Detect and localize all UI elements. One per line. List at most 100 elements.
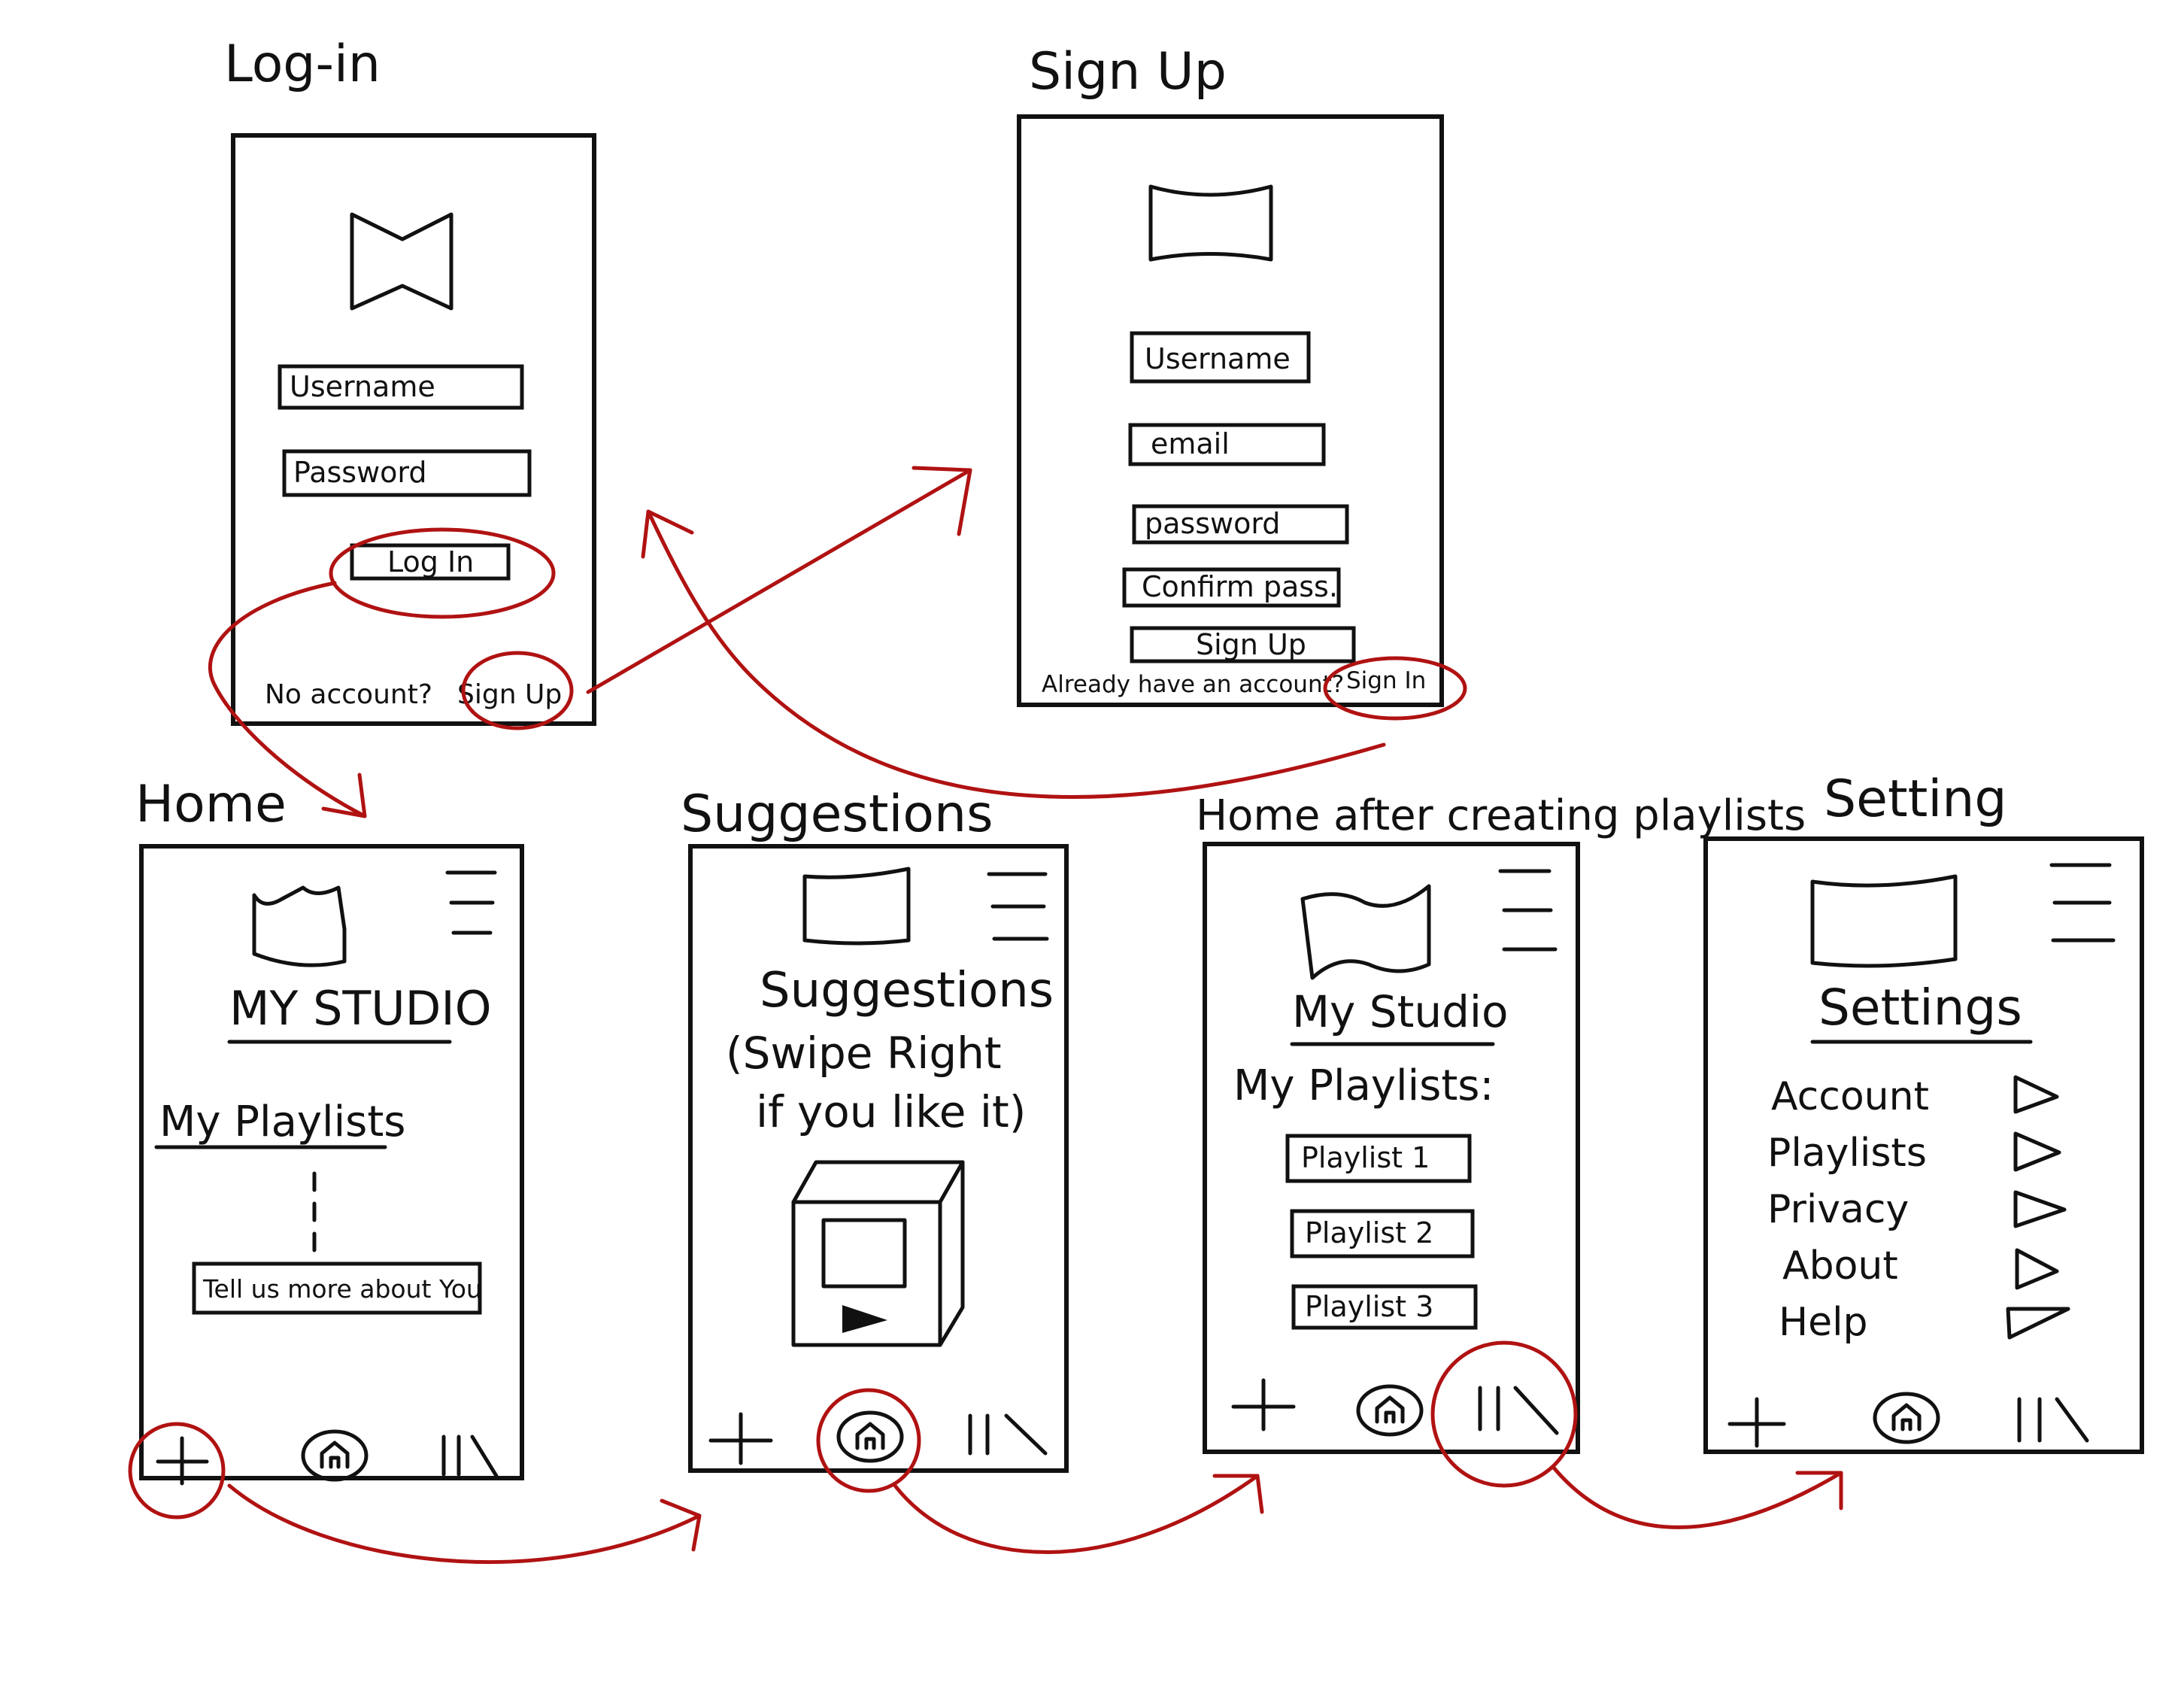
login-button-highlight: [329, 527, 556, 619]
hamburger-menu-icon[interactable]: [987, 872, 1049, 941]
triangle-right-icon: [2013, 1131, 2061, 1172]
email-field-label: email: [1151, 427, 1230, 460]
settings-screen: Setting Settings Account Playlists Priva…: [1703, 770, 2144, 1454]
suggestions-subtitle-line1: (Swipe Right: [726, 1028, 1002, 1079]
library-icon[interactable]: [1478, 1386, 1559, 1435]
settings-item-help[interactable]: Help: [1779, 1300, 2070, 1345]
triangle-right-icon: [2006, 1307, 2070, 1340]
playlist-3-button[interactable]: Playlist 3: [1291, 1284, 1478, 1330]
home-after-playlists-heading: My Playlists:: [1233, 1061, 1494, 1110]
settings-item-about-label: About: [1782, 1243, 1898, 1289]
home-icon[interactable]: [1356, 1384, 1424, 1437]
signup-to-login-arrow: [646, 509, 1386, 799]
home-phone-frame: [139, 844, 524, 1480]
suggestions-phone-frame: [688, 844, 1069, 1473]
login-button[interactable]: Log In: [350, 543, 511, 581]
tell-us-more-button[interactable]: Tell us more about You: [192, 1261, 482, 1315]
confirm-password-field[interactable]: Confirm pass.: [1122, 567, 1341, 608]
login-screen: Log-in Username Password Log In No accou…: [224, 35, 596, 726]
signup-phone-frame: [1017, 114, 1444, 707]
no-account-text: No account?: [265, 679, 432, 710]
home-to-suggestions-arrowhead: [660, 1498, 702, 1552]
settings-item-privacy[interactable]: Privacy: [1767, 1187, 2067, 1232]
password-field[interactable]: Password: [282, 449, 532, 497]
triangle-right-icon: [2013, 1190, 2067, 1228]
library-icon[interactable]: [441, 1434, 499, 1478]
signin-link[interactable]: Sign In: [1346, 667, 1426, 694]
library-icon[interactable]: [2017, 1397, 2089, 1443]
my-playlists-heading: My Playlists: [159, 1098, 405, 1146]
login-to-home-arrowhead: [321, 773, 367, 818]
plus-button-highlight: [128, 1422, 226, 1520]
banner-logo-icon: [350, 212, 453, 311]
banner-logo-icon: [1148, 184, 1273, 262]
suggestions-screen-title: Suggestions: [681, 785, 993, 844]
login-button-label: Log In: [387, 545, 474, 578]
login-screen-title: Log-in: [224, 35, 381, 94]
library-icon[interactable]: [968, 1413, 1048, 1456]
playlist-1-label: Playlist 1: [1301, 1141, 1430, 1174]
home-screen: Home MY STUDIO My Playlists Tell us more…: [135, 775, 524, 1486]
home-screen-title: Home: [135, 775, 287, 834]
banner-logo-icon: [252, 885, 347, 967]
username-field[interactable]: Username: [278, 364, 524, 410]
suggestions-heading: Suggestions: [760, 963, 1054, 1019]
login-to-home-arrow: [208, 581, 367, 818]
settings-item-playlists[interactable]: Playlists: [1767, 1131, 2061, 1176]
hamburger-menu-icon[interactable]: [2049, 863, 2116, 943]
settings-item-about[interactable]: About: [1782, 1243, 2059, 1290]
home-after-studio-heading: My Studio: [1292, 986, 1509, 1037]
banner-logo-icon: [802, 867, 911, 946]
settings-item-help-label: Help: [1779, 1300, 1868, 1345]
signin-link-highlight: [1323, 656, 1467, 721]
suggestions-to-home-after-arrowhead: [1212, 1474, 1264, 1514]
studio-heading: MY STUDIO: [229, 981, 492, 1036]
settings-screen-title: Setting: [1824, 770, 2007, 829]
signup-password-field[interactable]: password: [1132, 504, 1349, 545]
signup-username-field[interactable]: Username: [1130, 331, 1311, 384]
signup-link[interactable]: Sign Up: [457, 679, 562, 710]
triangle-right-icon: [2013, 1075, 2059, 1114]
email-field[interactable]: email: [1128, 423, 1326, 466]
plus-icon[interactable]: [1727, 1397, 1786, 1448]
settings-item-account-label: Account: [1771, 1074, 1929, 1119]
hamburger-menu-icon[interactable]: [1498, 869, 1558, 952]
library-button-highlight: [1430, 1340, 1578, 1488]
plus-icon[interactable]: [156, 1436, 209, 1486]
hamburger-menu-icon[interactable]: [445, 870, 497, 935]
suggestions-to-home-after-arrow: [893, 1474, 1260, 1554]
signup-button[interactable]: Sign Up: [1130, 626, 1356, 663]
settings-item-account[interactable]: Account: [1771, 1074, 2059, 1119]
home-icon[interactable]: [1873, 1392, 1940, 1444]
playlist-2-button[interactable]: Playlist 2: [1290, 1209, 1475, 1258]
play-icon[interactable]: [842, 1305, 887, 1333]
playlist-1-button[interactable]: Playlist 1: [1285, 1134, 1472, 1183]
home-after-to-settings-arrow: [1551, 1465, 1843, 1529]
flow-annotations: [128, 466, 1843, 1565]
tell-us-more-label: Tell us more about You: [202, 1274, 482, 1304]
plus-icon[interactable]: [1231, 1378, 1296, 1431]
suggestions-subtitle-line2: if you like it): [756, 1086, 1026, 1137]
login-to-signup-arrow: [586, 468, 972, 694]
home-icon[interactable]: [836, 1410, 904, 1463]
playlist-3-label: Playlist 3: [1305, 1290, 1433, 1323]
home-after-phone-frame: [1203, 842, 1580, 1454]
signup-screen-title: Sign Up: [1029, 42, 1227, 102]
home-icon[interactable]: [301, 1429, 369, 1482]
signup-username-label: Username: [1145, 342, 1291, 375]
password-field-label: Password: [293, 456, 427, 489]
settings-item-playlists-label: Playlists: [1767, 1131, 1927, 1176]
playlist-2-label: Playlist 2: [1305, 1216, 1433, 1249]
login-to-signup-arrowhead: [912, 466, 972, 536]
triangle-right-icon: [2015, 1248, 2059, 1290]
home-after-screen: Home after creating playlists My Studio …: [1196, 791, 1806, 1454]
settings-item-privacy-label: Privacy: [1767, 1187, 1909, 1232]
signup-button-label: Sign Up: [1196, 628, 1306, 661]
username-field-label: Username: [290, 370, 435, 403]
suggestion-card[interactable]: [791, 1160, 965, 1347]
banner-logo-icon: [1810, 874, 1958, 968]
suggestions-screen: Suggestions Suggestions (Swipe Right if …: [681, 785, 1069, 1473]
signup-screen: Sign Up Username email password Confirm …: [1017, 42, 1444, 707]
home-button-highlight: [816, 1388, 921, 1493]
plus-icon[interactable]: [708, 1412, 773, 1465]
